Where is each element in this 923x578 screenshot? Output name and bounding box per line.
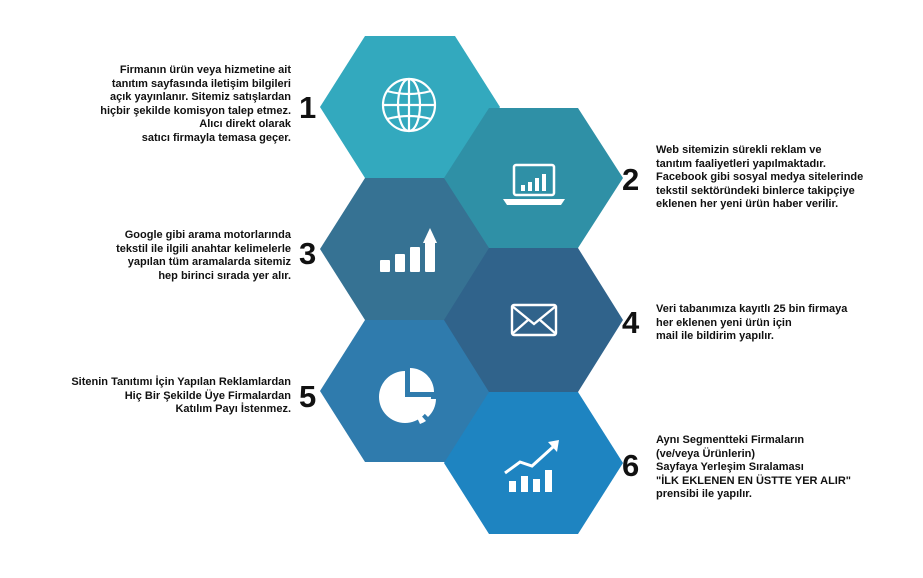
rising-bars-icon xyxy=(380,228,437,272)
step-6-line: prensibi ile yapılır. xyxy=(656,488,752,501)
step-6-line: (ve/veya Ürünlerin) xyxy=(656,447,756,460)
step-3-description: Google gibi arama motorlarında tekstil i… xyxy=(116,229,291,283)
step-1-description: Firmanın ürün veya hizmetine ait tanıtım… xyxy=(100,64,291,146)
growth-chart-icon xyxy=(504,440,559,492)
step-6-number: 6 xyxy=(622,448,640,483)
step-3-number: 3 xyxy=(299,236,317,271)
step-6-line: Aynı Segmentteki Firmaların xyxy=(656,434,805,446)
step-5-line: Hiç Bir Şekilde Üye Firmalardan xyxy=(124,389,291,402)
step-5-description: Sitenin Tanıtımı İçin Yapılan Reklamlard… xyxy=(71,376,291,417)
step-1-line: Firmanın ürün veya hizmetine ait xyxy=(119,64,291,76)
laptop-chart-icon xyxy=(503,163,565,205)
step-1-line: satıcı firmayla temasa geçer. xyxy=(141,131,291,144)
step-4-line: her eklenen yeni ürün için xyxy=(656,316,792,329)
envelope-icon xyxy=(510,303,558,337)
step-2-description: Web sitemizin sürekli reklam ve tanıtım … xyxy=(656,144,863,212)
step-6-line: "İLK EKLENEN EN ÜSTTE YER ALIR" xyxy=(656,474,852,487)
step-1-line: tanıtım sayfasında iletişim bilgileri xyxy=(111,77,291,90)
pie-chart-icon xyxy=(379,368,436,424)
step-6-description: Aynı Segmentteki Firmaların (ve/veya Ürü… xyxy=(656,434,851,502)
step-4-number: 4 xyxy=(622,305,640,340)
step-5-line: Sitenin Tanıtımı İçin Yapılan Reklamlard… xyxy=(71,376,291,388)
step-5-number: 5 xyxy=(299,379,317,414)
step-1-line: Alıcı direkt olarak xyxy=(199,118,291,131)
hexagon-4 xyxy=(444,248,623,392)
step-3-line: hep birinci sırada yer alır. xyxy=(158,269,291,282)
step-4-description: Veri tabanımıza kayıtlı 25 bin firmaya h… xyxy=(656,303,847,344)
step-1-line: açık yayınlanır. Sitemiz satışlardan xyxy=(110,91,291,104)
step-2-line: Facebook gibi sosyal medya sitelerinde xyxy=(656,171,864,184)
step-4-line: mail ile bildirim yapılır. xyxy=(656,330,774,343)
step-2-line: tekstil sektöründeki binlerce takipçiye xyxy=(656,184,855,197)
step-3-line: yapılan tüm aramalarda sitemiz xyxy=(127,256,291,269)
step-5-line: Katılım Payı İstenmez. xyxy=(175,403,291,416)
step-2-line: eklenen her yeni ürün haber verilir. xyxy=(656,198,839,211)
step-2-line: tanıtım faaliyetleri yapılmaktadır. xyxy=(656,157,826,170)
step-6-line: Sayfaya Yerleşim Sıralaması xyxy=(656,461,804,474)
step-3-line: Google gibi arama motorlarında xyxy=(124,229,291,241)
step-2-line: Web sitemizin sürekli reklam ve xyxy=(656,144,822,156)
step-2-number: 2 xyxy=(622,162,640,197)
hexagon-2 xyxy=(444,108,623,248)
step-4-line: Veri tabanımıza kayıtlı 25 bin firmaya xyxy=(656,303,848,315)
step-1-line: hiçbir şekilde komisyon talep etmez. xyxy=(100,104,291,117)
step-1-number: 1 xyxy=(299,90,317,125)
step-3-line: tekstil ile ilgili anahtar kelimelerle xyxy=(116,242,291,255)
globe-icon xyxy=(381,77,437,133)
